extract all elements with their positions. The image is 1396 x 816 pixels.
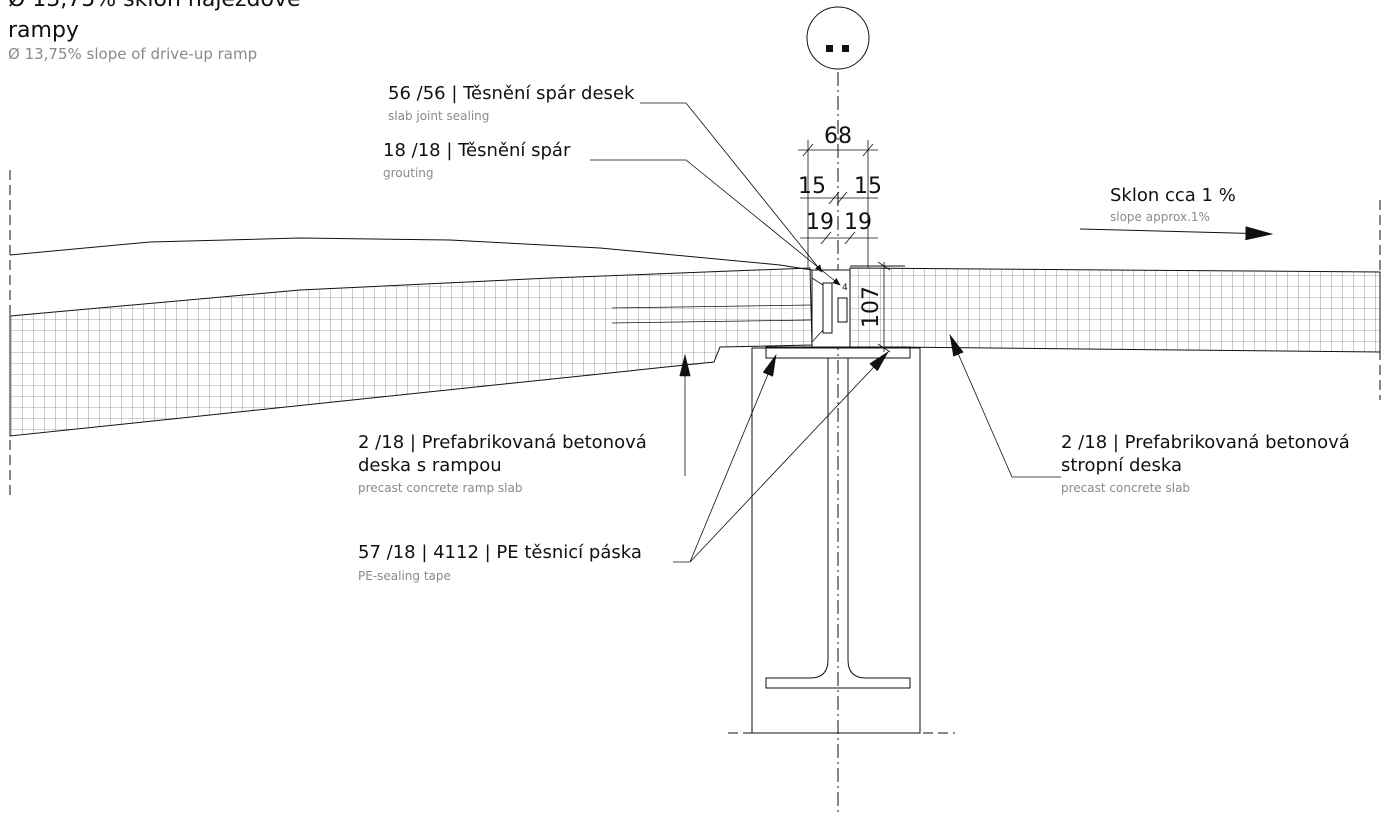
dim-19-tick-l [820,231,832,245]
dim-107-tick-bottom [877,343,891,353]
slope-label: Sklon cca 1 % [1110,185,1236,206]
dim-small-mark: 4 [842,283,848,293]
joint-detail: 4 [611,269,851,348]
ramp-top-surface [9,237,813,271]
joint-seal-leader [640,102,823,273]
grout-label: 18 /18 | Těsnění spár [383,140,571,161]
dim-107: 107 [859,286,884,328]
joint-seal-profile [811,277,824,343]
joint-seal-label: 56 /56 | Těsnění spár desek [388,83,635,104]
callout-joint-seal: 56 /56 | Těsnění spár desek slab joint s… [388,83,823,273]
reinforcement-line-1 [611,304,813,309]
beam-encasement [751,347,921,734]
floor-slab-line1: 2 /18 | Prefabrikovaná betonová [1061,432,1350,453]
axis-dot-left [826,45,833,52]
dim-15-right: 15 [854,174,882,199]
ramp-slab-line2: deska s rampou [358,455,502,476]
joint-seal-sub: slab joint sealing [388,109,489,123]
steel-beam [728,346,955,734]
dim-15-left: 15 [798,174,826,199]
pe-tape-leader-left [689,353,777,563]
dim-15-tick-r [836,191,848,205]
beam-top-flange [765,346,911,359]
title-sub: Ø 13,75% slope of drive-up ramp [8,45,257,63]
ramp-slab-sub: precast concrete ramp slab [358,481,522,495]
axis-circle [806,6,870,70]
callout-ramp-slab: 2 /18 | Prefabrikovaná betonová deska s … [358,353,691,495]
title-line1: Ø 13,75% sklon nájezdové [8,0,301,12]
dim-15-tick-l [828,191,840,205]
callout-slope: Sklon cca 1 % slope approx.1% [1079,185,1274,241]
grout-sub: grouting [383,166,434,180]
title-line2: rampy [8,18,79,43]
slope-sub: slope approx.1% [1110,210,1210,224]
reinforcement-line-2 [611,319,813,324]
pe-tape-leader-right [689,351,889,563]
callout-pe-tape: 57 /18 | 4112 | PE těsnicí páska PE-seal… [358,351,889,583]
ramp-slab [9,267,813,437]
grout-leader [590,159,841,286]
floor-slab-sub: precast concrete slab [1061,481,1190,495]
pe-tape-label: 57 /18 | 4112 | PE těsnicí páska [358,542,642,563]
dim-19-tick-r [844,231,856,245]
dim-19-left: 19 [806,210,834,235]
title-block: Ø 13,75% sklon nájezdové rampy Ø 13,75% … [8,0,301,63]
joint-backer-rod [837,297,848,323]
slope-arrow [1079,226,1274,241]
axis-dot-right [842,45,849,52]
dimension-chain: 68 15 15 19 19 107 [798,124,891,353]
ramp-slab-line1: 2 /18 | Prefabrikovaná betonová [358,432,647,453]
dim-19-right: 19 [844,210,872,235]
callout-floor-slab: 2 /18 | Prefabrikovaná betonová stropní … [949,333,1350,495]
dim-68: 68 [824,124,852,149]
axis-marker [806,6,870,70]
beam-web [765,358,911,689]
floor-slab-leader [949,333,1061,478]
floor-slab [849,267,1381,353]
dim-107-tick-top [877,261,891,271]
pe-tape-sub: PE-sealing tape [358,569,451,583]
floor-slab-line2: stropní deska [1061,455,1182,476]
callout-grout: 18 /18 | Těsnění spár grouting [383,140,841,286]
